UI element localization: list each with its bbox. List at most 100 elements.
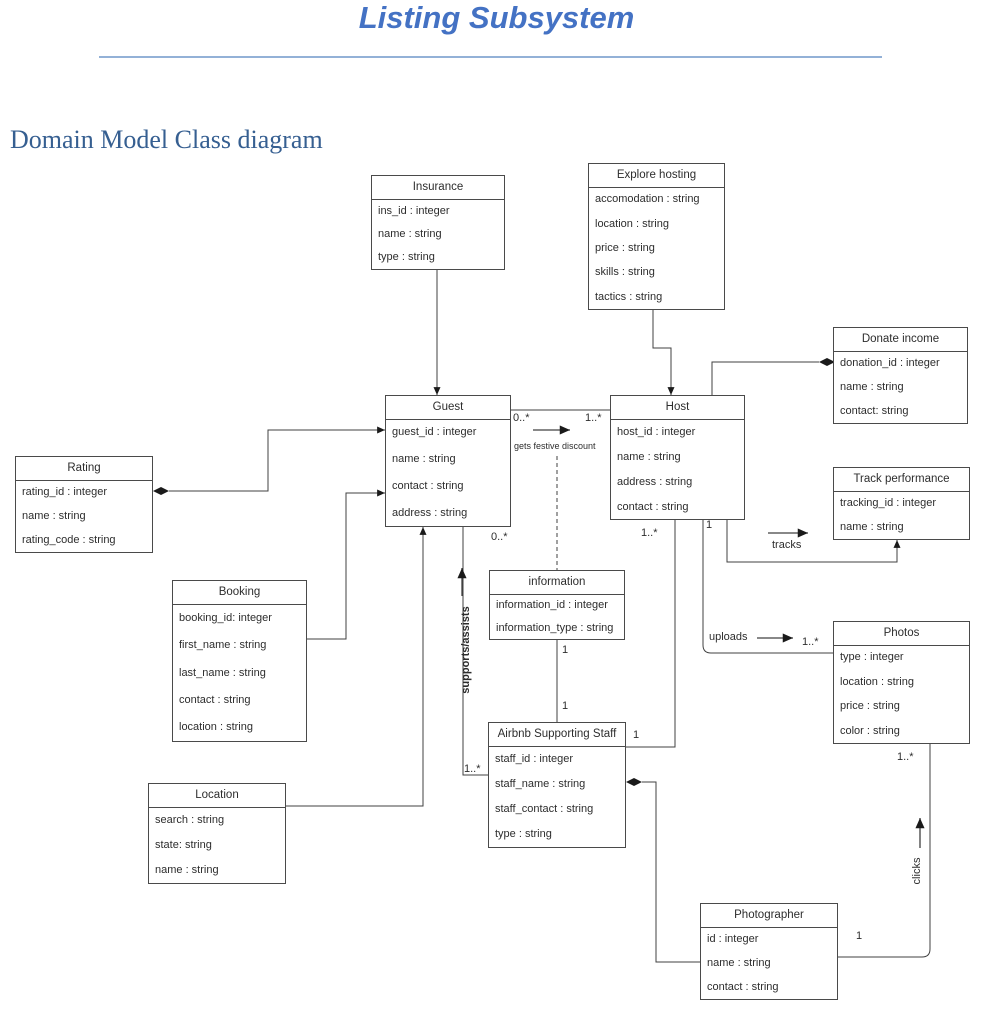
class-attribute: name : string	[707, 957, 771, 969]
label-uploads: uploads	[709, 631, 748, 643]
class-attribute: location : string	[179, 721, 253, 734]
class-attributes-guest: guest_id : integer name : string contact :…	[386, 419, 510, 526]
mult-staff-supports: 1..*	[464, 763, 481, 775]
class-attribute: type : string	[378, 251, 435, 264]
class-attribute: first_name : string	[179, 639, 267, 652]
mult-information-staff-bottom: 1	[562, 700, 569, 712]
class-host: Host host_id : integer name : string addres…	[610, 395, 745, 520]
class-attributes-photos: type : integer location : string price : s…	[834, 645, 969, 743]
diamond-rating	[153, 487, 169, 495]
class-attribute: name : string	[378, 227, 442, 240]
edge-location-guest	[286, 527, 427, 807]
class-attribute: skills : string	[595, 266, 655, 279]
class-attribute: contact : string	[392, 479, 464, 492]
class-title-explore-hosting: Explore hosting	[589, 164, 724, 188]
class-attribute: booking_id: integer	[179, 611, 272, 624]
class-attribute: rating_code : string	[22, 534, 116, 546]
class-attribute: name : string	[840, 521, 904, 533]
class-attribute: information_type : string	[496, 621, 614, 634]
class-attribute: staff_name : string	[495, 777, 586, 790]
diamond-staff-photographer	[626, 778, 642, 786]
edge-explore-hosting-host	[652, 310, 675, 395]
mult-guest-supports: 0..*	[491, 531, 508, 543]
class-title-host: Host	[611, 396, 744, 420]
class-attribute: staff_id : integer	[495, 752, 574, 765]
class-attribute: name : string	[155, 864, 219, 877]
diamond-donate-income	[819, 358, 835, 366]
class-attribute: id : integer	[707, 933, 759, 945]
class-attribute: price : string	[840, 700, 900, 713]
class-attribute: contact: string	[840, 405, 909, 417]
class-attribute: location : string	[595, 217, 669, 230]
mult-staff-host: 1	[633, 729, 640, 741]
class-attribute: accomodation : string	[595, 193, 700, 206]
edge-rating-guest	[169, 426, 385, 492]
label-tracks: tracks	[772, 539, 802, 551]
class-attribute: contact : string	[179, 693, 251, 706]
class-attribute: ins_id : integer	[378, 204, 450, 217]
edge-host-track-performance	[726, 520, 901, 563]
class-attribute: name : string	[840, 381, 904, 393]
class-attributes-track-performance: tracking_id : integer name : string	[834, 491, 969, 539]
edge-booking-guest	[307, 489, 385, 640]
class-attribute: rating_id : integer	[22, 486, 107, 498]
class-title-insurance: Insurance	[372, 176, 504, 200]
class-track-performance: Track performance tracking_id : integer na…	[833, 467, 970, 540]
class-attribute: price : string	[595, 242, 655, 255]
class-attribute: information_id : integer	[496, 599, 608, 612]
mult-host-gets-discount: 1..*	[585, 412, 602, 424]
mult-photographer-clicks: 1	[856, 930, 863, 942]
class-attribute: host_id : integer	[617, 425, 696, 438]
title-divider	[99, 56, 882, 58]
edge-photos-photographer-clicks	[838, 744, 931, 958]
class-attribute: state: string	[155, 838, 212, 851]
mult-photos-uploads: 1..*	[802, 636, 819, 648]
class-attribute: donation_id : integer	[840, 357, 940, 369]
class-title-track-performance: Track performance	[834, 468, 969, 492]
class-attribute: name : string	[392, 453, 456, 466]
class-photos: Photos type : integer location : string pri…	[833, 621, 970, 744]
class-title-rating: Rating	[16, 457, 152, 481]
class-attribute: color : string	[840, 724, 900, 737]
class-attribute: staff_contact : string	[495, 803, 594, 816]
page-title: Listing Subsystem	[358, 0, 635, 35]
edge-host-donate-income	[711, 361, 819, 395]
class-insurance: Insurance ins_id : integer name : string ty…	[371, 175, 505, 270]
class-attribute: last_name : string	[179, 666, 266, 679]
edge-staff-photographer	[642, 781, 700, 963]
class-attribute: type : integer	[840, 651, 904, 664]
class-attribute: contact : string	[707, 981, 779, 993]
class-attribute: name : string	[617, 450, 681, 463]
mult-host-staff: 1..*	[641, 527, 658, 539]
class-explore-hosting: Explore hosting accomodation : string loca…	[588, 163, 725, 310]
class-attribute: location : string	[840, 675, 914, 688]
class-attribute: address : string	[392, 506, 468, 519]
mult-guest-gets-discount: 0..*	[513, 412, 530, 424]
mult-photos-clicks: 1..*	[897, 751, 914, 763]
class-title-information: information	[490, 571, 624, 595]
class-title-airbnb-supporting-staff: Airbnb Supporting Staff	[489, 723, 625, 747]
class-attribute: tracking_id : integer	[840, 497, 936, 509]
class-airbnb-supporting-staff: Airbnb Supporting Staff staff_id : intege…	[488, 722, 626, 848]
class-title-donate-income: Donate income	[834, 328, 967, 352]
class-attribute: address : string	[617, 475, 693, 488]
mult-host-tracks: 1	[706, 519, 713, 531]
label-clicks: clicks	[911, 857, 923, 885]
class-donate-income: Donate income donation_id : integer name :…	[833, 327, 968, 424]
class-attribute: guest_id : integer	[392, 426, 477, 439]
class-title-location: Location	[149, 784, 285, 808]
class-attributes-information: information_id : integer information_type…	[490, 594, 624, 639]
class-attributes-booking: booking_id: integer first_name : string la…	[173, 604, 306, 741]
edge-staff-guest-supports	[462, 527, 488, 776]
class-title-photos: Photos	[834, 622, 969, 646]
